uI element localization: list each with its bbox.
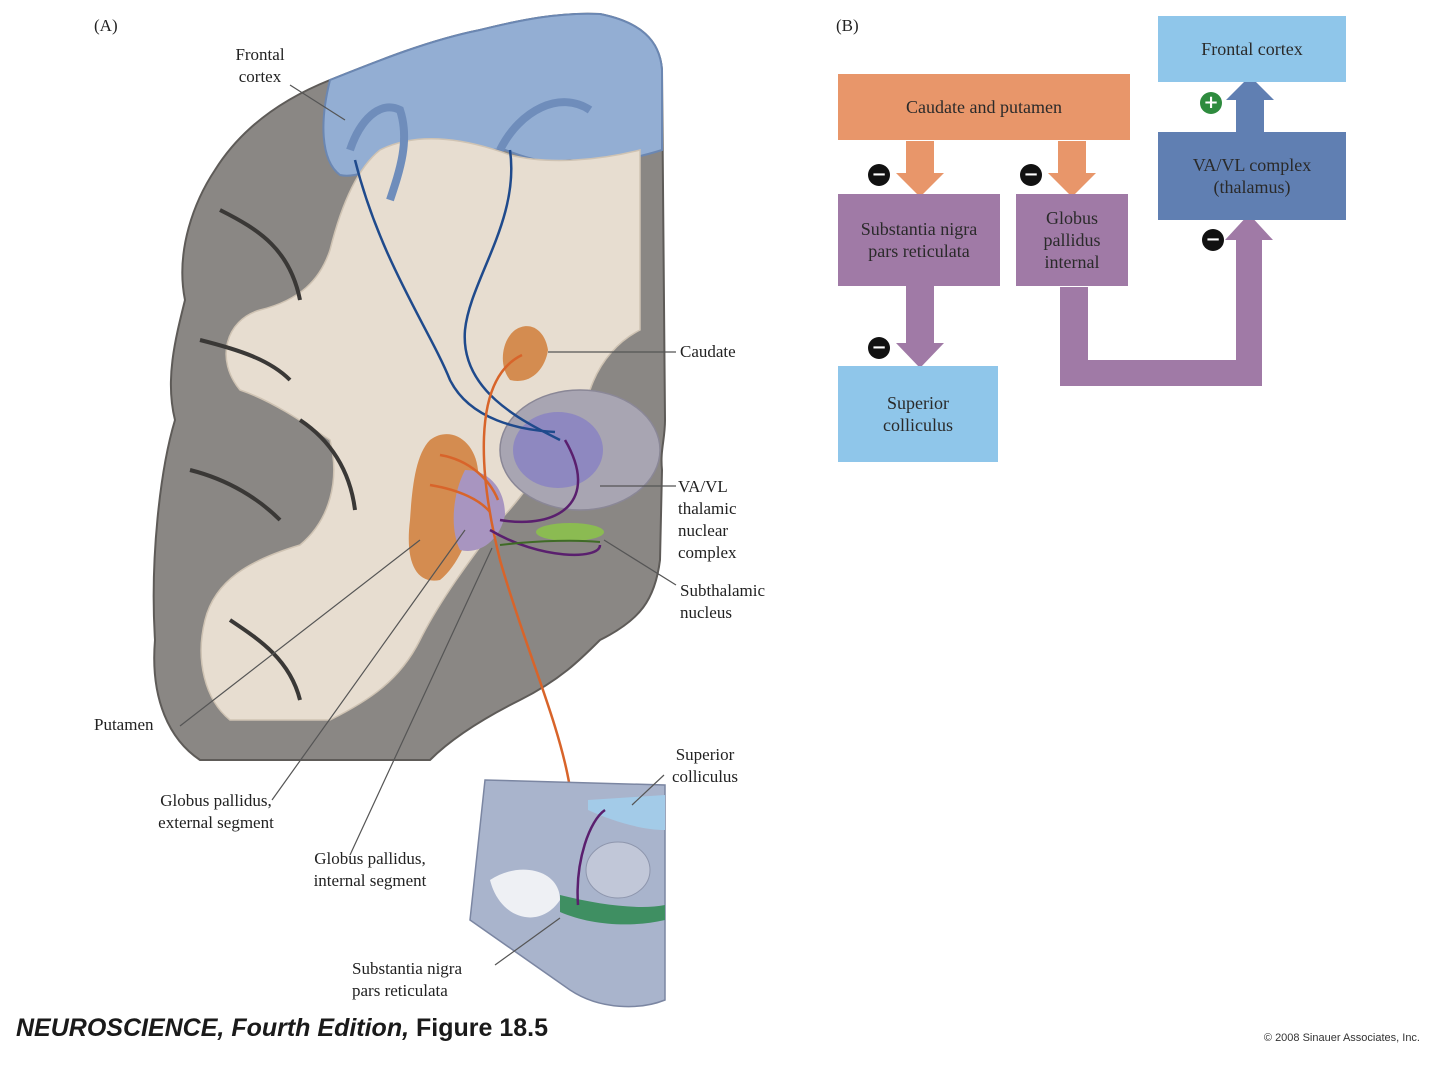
box-vavl-complex: VA/VL complex (thalamus) xyxy=(1158,132,1346,220)
leader-putamen xyxy=(179,539,421,727)
subthalamic-projection xyxy=(499,539,601,546)
label-putamen: Putamen xyxy=(94,715,154,734)
white-matter xyxy=(200,138,641,721)
label-gp-external: Globus pallidus, external segment xyxy=(158,791,274,832)
caption-figure: Figure 18.5 xyxy=(416,1014,548,1042)
subthalamic-nucleus-region xyxy=(536,523,604,541)
striatal-projection xyxy=(429,483,491,513)
leader-gp-external xyxy=(271,529,466,801)
sulcus xyxy=(219,208,302,301)
frontal-gyrus-fold xyxy=(346,103,409,202)
box-superior-colliculus: Superior colliculus xyxy=(838,366,998,462)
pallidal-projection xyxy=(499,439,580,524)
label-snr: Substantia nigra pars reticulata xyxy=(352,959,463,1000)
sulcus xyxy=(189,468,282,522)
caption-edition: , Fourth Edition, xyxy=(217,1014,416,1042)
figure-caption: NEUROSCIENCE, Fourth Edition, Figure 18.… xyxy=(16,1014,548,1043)
caption-title: NEUROSCIENCE xyxy=(16,1014,218,1042)
label-frontal-cortex: Frontal cortex xyxy=(235,45,285,86)
brainstem-nucleus xyxy=(585,841,651,899)
brainstem-white xyxy=(490,869,560,918)
label-superior-colliculus: Superior colliculus xyxy=(671,745,739,786)
label-caudate: Caudate xyxy=(680,342,736,361)
plus-sign-frontal: + xyxy=(1200,92,1222,114)
label-gp-internal: Globus pallidus, internal segment xyxy=(313,849,427,890)
striatal-projection xyxy=(439,453,500,501)
label-vavl: VA/VL thalamic nuclear complex xyxy=(678,477,737,562)
minus-sign-vavl: − xyxy=(1202,229,1224,251)
minus-sign-sc: − xyxy=(868,337,890,359)
caudate-region xyxy=(502,326,548,381)
substantia-nigra-region xyxy=(560,895,665,925)
cortical-projection xyxy=(353,159,556,434)
leader-subthalamic xyxy=(603,539,677,586)
leader-snr xyxy=(494,917,561,966)
frontal-gyrus-fold xyxy=(496,98,593,152)
box-substantia-nigra: Substantia nigra pars reticulata xyxy=(838,194,1000,286)
panel-label-a: (A) xyxy=(94,16,118,35)
leader-superior-colliculus xyxy=(631,774,665,806)
brainstem-inset xyxy=(469,779,666,1008)
box-caudate-putamen: Caudate and putamen xyxy=(838,74,1130,140)
cortical-projection xyxy=(463,149,561,442)
box-globus-pallidus-internal: Globus pallidus internal xyxy=(1016,194,1128,286)
leader-gp-internal xyxy=(349,547,493,856)
sulcus xyxy=(199,338,292,382)
panel-label-b: (B) xyxy=(836,16,859,35)
snr-projection xyxy=(576,808,606,906)
flow-arrows xyxy=(896,76,1274,386)
box-frontal-cortex: Frontal cortex xyxy=(1158,16,1346,82)
pallidal-projection xyxy=(489,528,602,557)
leader-frontal xyxy=(289,84,346,121)
copyright-notice: © 2008 Sinauer Associates, Inc. xyxy=(1263,1032,1420,1044)
minus-sign-snr: − xyxy=(868,164,890,186)
sulcus xyxy=(298,418,357,511)
label-subthalamic: Subthalamic nucleus xyxy=(680,581,765,622)
superior-colliculus-region xyxy=(588,795,665,830)
minus-sign-gpi: − xyxy=(1020,164,1042,186)
sulcus xyxy=(228,618,302,701)
